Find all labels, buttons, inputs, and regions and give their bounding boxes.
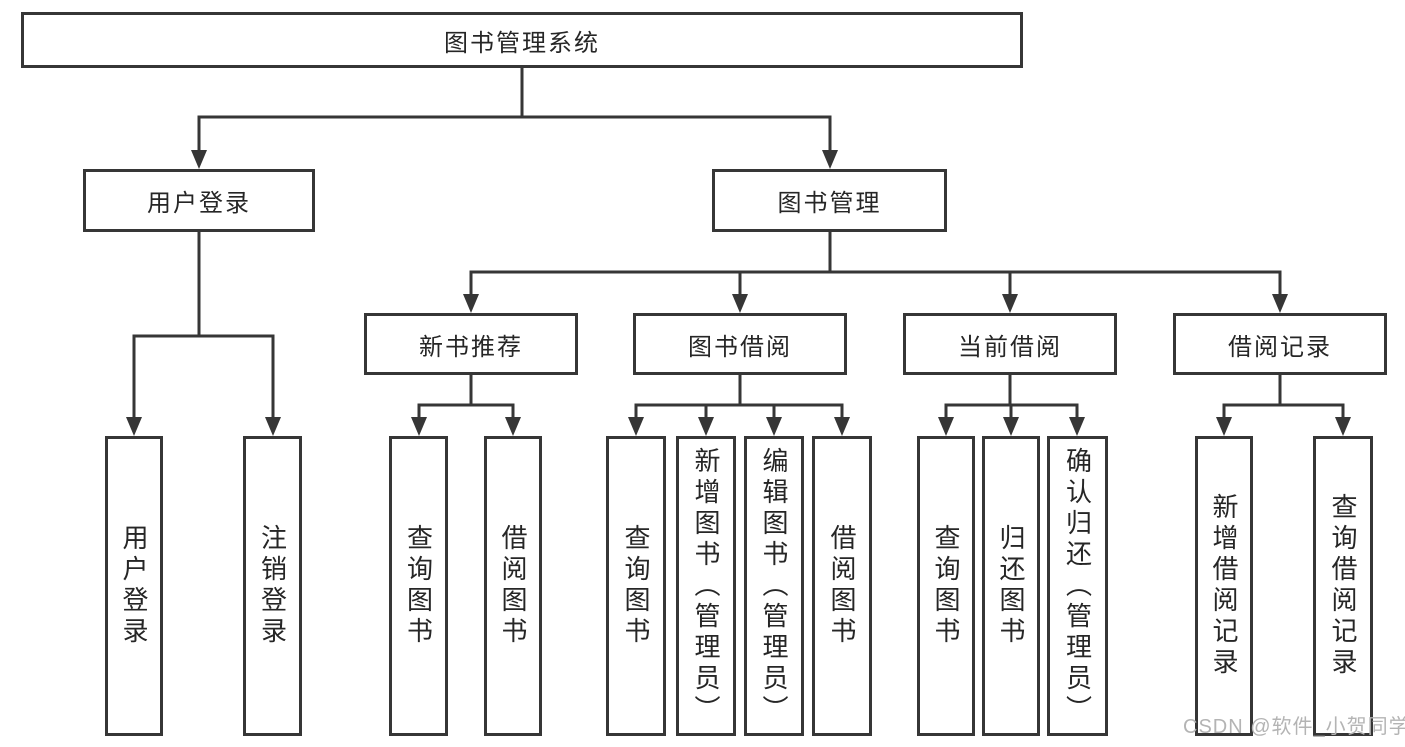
watermark: CSDN @软件_小贺同学 — [1183, 716, 1405, 738]
node-br-query-record-label: 查询借阅记录 — [1328, 493, 1358, 679]
node-cb-query-book: 查询图书 — [917, 436, 975, 736]
arrowhead — [1335, 417, 1351, 436]
node-user-login-leaf-label: 用户登录 — [119, 524, 149, 648]
node-book-borrow: 图书借阅 — [633, 313, 847, 375]
node-bb-query-book: 查询图书 — [606, 436, 666, 736]
node-br-add-record-label: 新增借阅记录 — [1209, 493, 1239, 679]
node-borrow-records: 借阅记录 — [1173, 313, 1387, 375]
arrowhead — [938, 417, 954, 436]
node-book-management: 图书管理 — [712, 169, 947, 232]
arrowhead — [126, 417, 142, 436]
arrowheads — [126, 150, 1351, 436]
node-bb-add-book: 新增图书（管理员） — [676, 436, 736, 736]
node-user-login-label: 用户登录 — [147, 190, 251, 217]
arrowhead — [411, 417, 427, 436]
node-cb-return-book-label: 归还图书 — [996, 524, 1026, 648]
node-logout-leaf: 注销登录 — [243, 436, 302, 736]
node-cb-return-book: 归还图书 — [982, 436, 1040, 736]
arrowhead — [1272, 294, 1288, 313]
node-cb-confirm-return: 确认归还（管理员） — [1047, 436, 1108, 736]
node-borrow-records-label: 借阅记录 — [1228, 333, 1332, 361]
node-rec-borrow-book: 借阅图书 — [484, 436, 542, 736]
arrowhead — [698, 417, 714, 436]
arrowhead — [505, 417, 521, 436]
node-cb-query-book-label: 查询图书 — [931, 524, 961, 648]
node-root-label: 图书管理系统 — [444, 29, 600, 57]
node-rec-borrow-book-label: 借阅图书 — [498, 524, 528, 648]
arrowhead — [1003, 417, 1019, 436]
node-br-add-record: 新增借阅记录 — [1195, 436, 1253, 736]
node-rec-query-book: 查询图书 — [389, 436, 448, 736]
node-rec-query-book-label: 查询图书 — [403, 524, 434, 648]
node-logout-leaf-label: 注销登录 — [257, 524, 288, 648]
tree-edges — [132, 66, 1345, 421]
node-bb-query-book-label: 查询图书 — [621, 524, 651, 648]
node-root: 图书管理系统 — [21, 12, 1023, 68]
node-user-login-leaf: 用户登录 — [105, 436, 163, 736]
node-new-book-recommend: 新书推荐 — [364, 313, 578, 375]
node-book-management-label: 图书管理 — [777, 190, 882, 217]
arrowhead — [822, 150, 838, 169]
node-book-borrow-label: 图书借阅 — [688, 333, 792, 361]
arrowhead — [834, 417, 850, 436]
arrowhead — [1002, 294, 1018, 313]
arrowhead — [732, 294, 748, 313]
node-current-borrow-label: 当前借阅 — [958, 333, 1062, 361]
arrowhead — [463, 294, 479, 313]
arrowhead — [1216, 417, 1232, 436]
node-br-query-record: 查询借阅记录 — [1313, 436, 1373, 736]
node-bb-borrow-book: 借阅图书 — [812, 436, 872, 736]
arrowhead — [1069, 417, 1085, 436]
node-new-book-recommend-label: 新书推荐 — [419, 333, 523, 361]
node-bb-edit-book-label: 编辑图书（管理员） — [759, 446, 789, 726]
arrowhead — [191, 150, 207, 169]
node-bb-edit-book: 编辑图书（管理员） — [744, 436, 804, 736]
node-bb-borrow-book-label: 借阅图书 — [827, 524, 857, 648]
node-bb-add-book-label: 新增图书（管理员） — [691, 446, 721, 726]
arrowhead — [628, 417, 644, 436]
arrowhead — [766, 417, 782, 436]
node-current-borrow: 当前借阅 — [903, 313, 1117, 375]
node-cb-confirm-return-label: 确认归还（管理员） — [1062, 446, 1093, 726]
arrowhead — [265, 417, 281, 436]
node-user-login: 用户登录 — [83, 169, 315, 232]
